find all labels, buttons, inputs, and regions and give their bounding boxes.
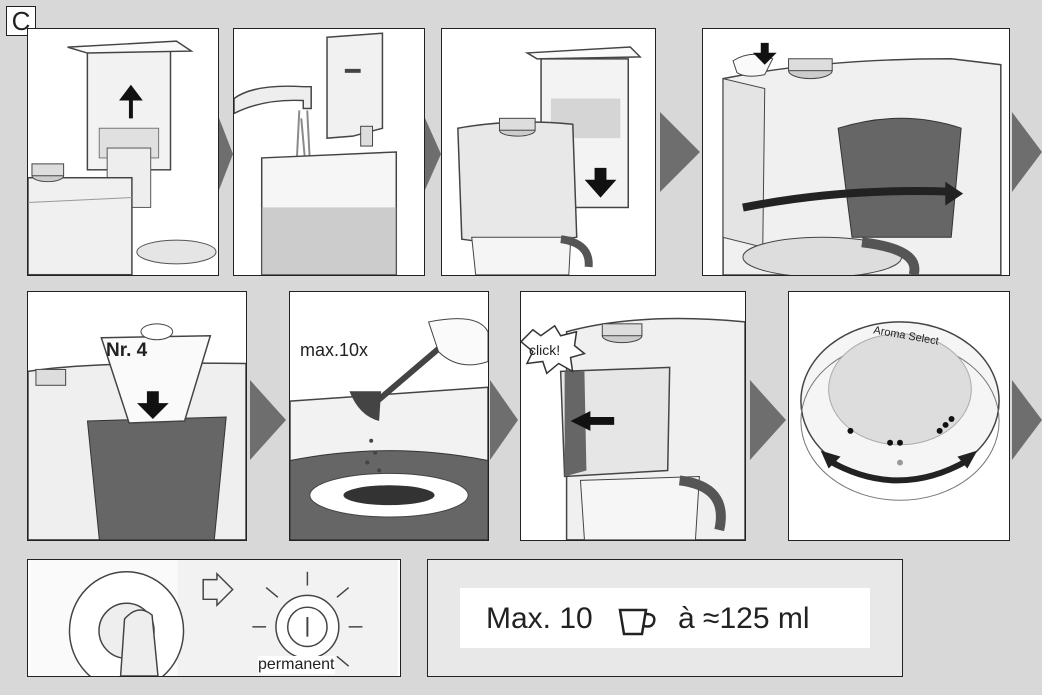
step-arrow-4-icon bbox=[1012, 112, 1042, 192]
aroma-dial-illustration bbox=[800, 321, 1000, 501]
step-fill-water-panel bbox=[233, 28, 425, 276]
add-coffee-illustration bbox=[290, 318, 488, 540]
filter-size-label: Nr. 4 bbox=[106, 340, 148, 361]
step-arrow-6-icon bbox=[490, 380, 518, 460]
step-open-filter-panel bbox=[702, 28, 1010, 276]
up-arrow-icon bbox=[119, 84, 143, 119]
push-arrow-icon bbox=[570, 411, 615, 431]
step-arrow-5-icon bbox=[250, 380, 286, 460]
step-power-on-panel: permanent bbox=[27, 559, 401, 677]
capacity-panel: Max. 10 à ≈125 ml bbox=[427, 559, 903, 677]
step-arrow-3-icon bbox=[660, 112, 700, 192]
right-rotate-arrow-icon bbox=[957, 450, 978, 469]
swing-arrow-icon bbox=[945, 181, 964, 206]
press-arrow-icon bbox=[752, 42, 777, 65]
capacity-volume: à ≈125 ml bbox=[678, 602, 810, 635]
capacity-box bbox=[460, 588, 870, 648]
step-aroma-dial-panel: Aroma Select bbox=[788, 291, 1010, 541]
step-arrow-2-icon bbox=[425, 118, 441, 190]
step-arrow-1-icon bbox=[219, 118, 233, 190]
step-arrow-8-icon bbox=[1012, 380, 1042, 460]
next-arrow-icon bbox=[202, 571, 234, 608]
open-filter-illustration bbox=[722, 42, 1002, 275]
power-on-illustration bbox=[30, 560, 398, 676]
step-add-coffee-panel: max.10x bbox=[289, 291, 489, 541]
step-remove-tank-panel bbox=[27, 28, 219, 276]
insert-tank-illustration bbox=[457, 46, 642, 275]
capacity-prefix: Max. 10 bbox=[486, 602, 593, 635]
section-label: C bbox=[6, 6, 36, 36]
close-filter-illustration bbox=[521, 317, 745, 540]
max-dose-label: max.10x bbox=[300, 340, 369, 360]
down-arrow-icon bbox=[137, 391, 169, 419]
left-rotate-arrow-icon bbox=[820, 450, 841, 469]
step-insert-tank-panel bbox=[441, 28, 656, 276]
click-burst-shape bbox=[521, 324, 587, 375]
insert-filter-illustration bbox=[28, 323, 246, 540]
remove-tank-illustration bbox=[28, 40, 217, 275]
step-insert-filter-panel: Nr. 4 bbox=[27, 291, 247, 541]
down-arrow-icon bbox=[584, 167, 617, 198]
cup-icon bbox=[618, 608, 656, 636]
step-arrow-7-icon bbox=[750, 380, 786, 460]
fill-water-illustration bbox=[234, 32, 398, 275]
step-close-filter-panel: click! bbox=[520, 291, 746, 541]
permanent-label: permanent bbox=[258, 656, 335, 674]
click-sound-label: click! bbox=[529, 342, 561, 358]
